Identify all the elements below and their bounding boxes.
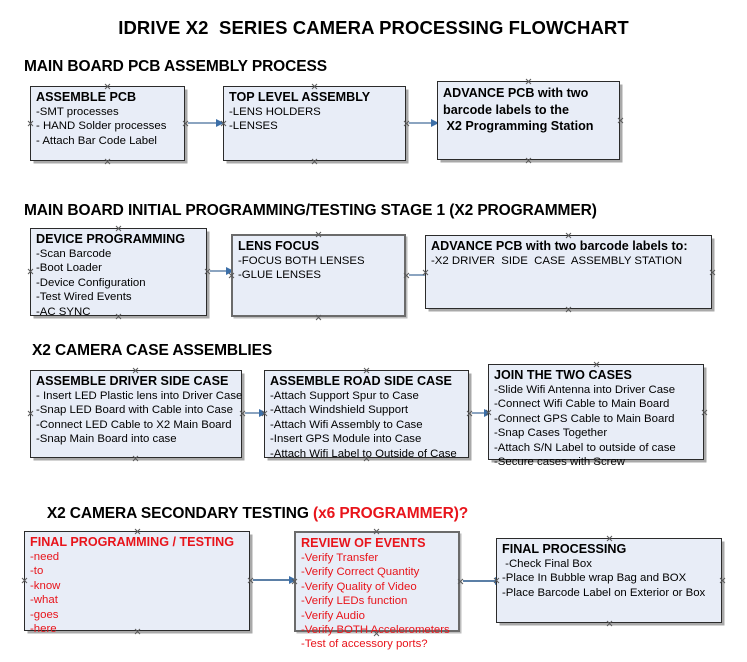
flow-box-advance-pcb-programming-station[interactable]: ADVANCE PCB with two barcode labels to t… xyxy=(437,81,620,160)
section-heading-x2-camera-secondary-testing: X2 CAMERA SECONDARY TESTING (x6 PROGRAMM… xyxy=(30,487,468,541)
flow-box-advance-pcb-driver-side-case[interactable]: ADVANCE PCB with two barcode labels to: … xyxy=(425,235,712,309)
flow-box-title: ASSEMBLE PCB xyxy=(36,90,137,104)
flow-box-line: -Test Wired Events xyxy=(36,291,132,304)
flow-box-title: FINAL PROCESSING xyxy=(502,542,627,556)
arrow-connector xyxy=(253,575,297,585)
flow-box-line: -FOCUS BOTH LENSES xyxy=(238,255,365,267)
flow-box-title: DEVICE PROGRAMMING xyxy=(36,232,186,246)
flow-box-line: -Snap Main Board into case xyxy=(36,433,177,446)
flow-box-join-the-two-cases[interactable]: JOIN THE TWO CASES -Slide Wifi Antenna i… xyxy=(488,364,704,468)
flow-box-line: -Device Configuration xyxy=(36,276,146,289)
flow-box-final-programming-testing[interactable]: FINAL PROGRAMMING / TESTING -need -to -k… xyxy=(24,531,250,635)
flow-box-line: -here xyxy=(30,623,57,636)
flow-box-title: LENS FOCUS xyxy=(238,239,320,253)
flow-box-lens-focus[interactable]: LENS FOCUS -FOCUS BOTH LENSES -GLUE LENS… xyxy=(231,234,406,317)
flow-box-line: -Verify Quality of Video xyxy=(301,580,417,593)
flow-box-line: -X2 DRIVER SIDE CASE ASSEMBLY STATION xyxy=(431,255,683,267)
flow-box-line-overflow: -Test of accessory ports? xyxy=(301,638,428,651)
flow-box-line: -goes xyxy=(30,608,59,621)
flow-box-line: -know xyxy=(30,579,61,592)
flow-box-line: -Connect Wifi Cable to Main Board xyxy=(494,398,670,411)
flow-box-assemble-road-side-case[interactable]: ASSEMBLE ROAD SIDE CASE -Attach Support … xyxy=(264,370,469,460)
flow-box-line: -Slide Wifi Antenna into Driver Case xyxy=(494,384,676,396)
flow-box-line: -Verify BOTH Accelerometers xyxy=(301,624,450,637)
flow-box-line: -Verify LEDs function xyxy=(301,595,408,608)
flow-box-line: -need xyxy=(30,551,60,563)
flow-box-title: JOIN THE TWO CASES xyxy=(494,368,632,382)
flow-box-line: - HAND Solder processes xyxy=(36,120,167,133)
section-heading-x2-camera-case-assemblies: X2 CAMERA CASE ASSEMBLIES xyxy=(32,342,273,359)
flow-box-assemble-driver-side-case[interactable]: ASSEMBLE DRIVER SIDE CASE - Insert LED P… xyxy=(30,370,242,458)
flow-box-line: -Attach Windshield Support xyxy=(270,404,409,417)
flow-box-device-programming[interactable]: DEVICE PROGRAMMING -Scan Barcode -Boot L… xyxy=(30,228,207,318)
flow-box-title: ASSEMBLE DRIVER SIDE CASE xyxy=(36,374,229,388)
flow-box-line: -Attach Wifi Label to Outside of Case xyxy=(270,447,457,460)
flow-box-line: -Check Final Box xyxy=(502,558,592,570)
arrow-connector xyxy=(210,266,234,276)
flow-box-review-of-events[interactable]: REVIEW OF EVENTS -Verify Transfer -Verif… xyxy=(294,531,460,650)
flow-box-title: REVIEW OF EVENTS xyxy=(301,536,426,550)
flow-box-line: -Insert GPS Module into Case xyxy=(270,433,422,446)
flow-box-line: -Verify Correct Quantity xyxy=(301,566,420,579)
flow-box-title: TOP LEVEL ASSEMBLY xyxy=(229,90,371,104)
flow-box-line: -GLUE LENSES xyxy=(238,269,321,282)
flow-box-line: -Connect GPS Cable to Main Board xyxy=(494,412,675,425)
flow-box-line: -LENSES xyxy=(229,120,278,133)
section-heading-text: X2 CAMERA SECONDARY TESTING xyxy=(46,505,314,522)
arrow-connector xyxy=(188,118,224,128)
flow-box-line: -LENS HOLDERS xyxy=(229,106,321,118)
flow-box-title: X2 Programming Station xyxy=(443,119,594,133)
section-heading-main-board-initial-programming: MAIN BOARD INITIAL PROGRAMMING/TESTING S… xyxy=(24,202,597,219)
arrow-connector xyxy=(245,408,267,418)
flow-box-line: -Attach S/N Label to outside of case xyxy=(494,441,676,454)
flow-box-title: ADVANCE PCB with two xyxy=(443,86,589,100)
flow-box-line: -Verify Transfer xyxy=(301,552,379,564)
flow-box-line: -Snap LED Board with Cable into Case xyxy=(36,404,233,417)
flow-box-title: barcode labels to the xyxy=(443,102,569,117)
flow-box-title: ASSEMBLE ROAD SIDE CASE xyxy=(270,374,452,388)
flow-box-title: FINAL PROGRAMMING / TESTING xyxy=(30,535,235,549)
flow-box-line: -Snap Cases Together xyxy=(494,427,608,440)
flow-box-line: -Attach Wifi Assembly to Case xyxy=(270,418,423,431)
flow-box-line: -Place In Bubble wrap Bag and BOX xyxy=(502,572,687,585)
flow-box-line: -to xyxy=(30,565,44,578)
flow-box-assemble-pcb[interactable]: ASSEMBLE PCB -SMT processes - HAND Solde… xyxy=(30,86,185,161)
flow-box-line: -Connect LED Cable to X2 Main Board xyxy=(36,418,232,431)
flow-box-line: -Place Barcode Label on Exterior or Box xyxy=(502,586,706,599)
flow-box-final-processing[interactable]: FINAL PROCESSING -Check Final Box -Place… xyxy=(496,538,722,623)
flow-box-title: ADVANCE PCB with two barcode labels to: xyxy=(431,239,688,253)
flow-box-line: -Boot Loader xyxy=(36,262,102,275)
flow-box-line: -SMT processes xyxy=(36,106,119,118)
flow-box-top-level-assembly[interactable]: TOP LEVEL ASSEMBLY -LENS HOLDERS -LENSES xyxy=(223,86,406,161)
flow-box-line: -AC SYNC xyxy=(36,305,91,318)
section-heading-main-board-pcb-assembly: MAIN BOARD PCB ASSEMBLY PROCESS xyxy=(24,58,327,75)
page-title: IDRIVE X2 SERIES CAMERA PROCESSING FLOWC… xyxy=(118,17,629,38)
flow-box-line: -Scan Barcode xyxy=(36,248,112,260)
flow-box-line: - Insert LED Plastic lens into Driver Ca… xyxy=(36,390,243,402)
section-heading-note: (x6 PROGRAMMER)? xyxy=(313,505,469,522)
flow-box-line: -Secure cases with Screw xyxy=(494,456,626,469)
flow-box-line: -what xyxy=(30,594,58,607)
arrow-connector xyxy=(409,118,439,128)
flow-box-line: -Verify Audio xyxy=(301,609,365,622)
flow-box-line: - Attach Bar Code Label xyxy=(36,134,157,147)
flow-box-line: -Attach Support Spur to Case xyxy=(270,390,419,402)
